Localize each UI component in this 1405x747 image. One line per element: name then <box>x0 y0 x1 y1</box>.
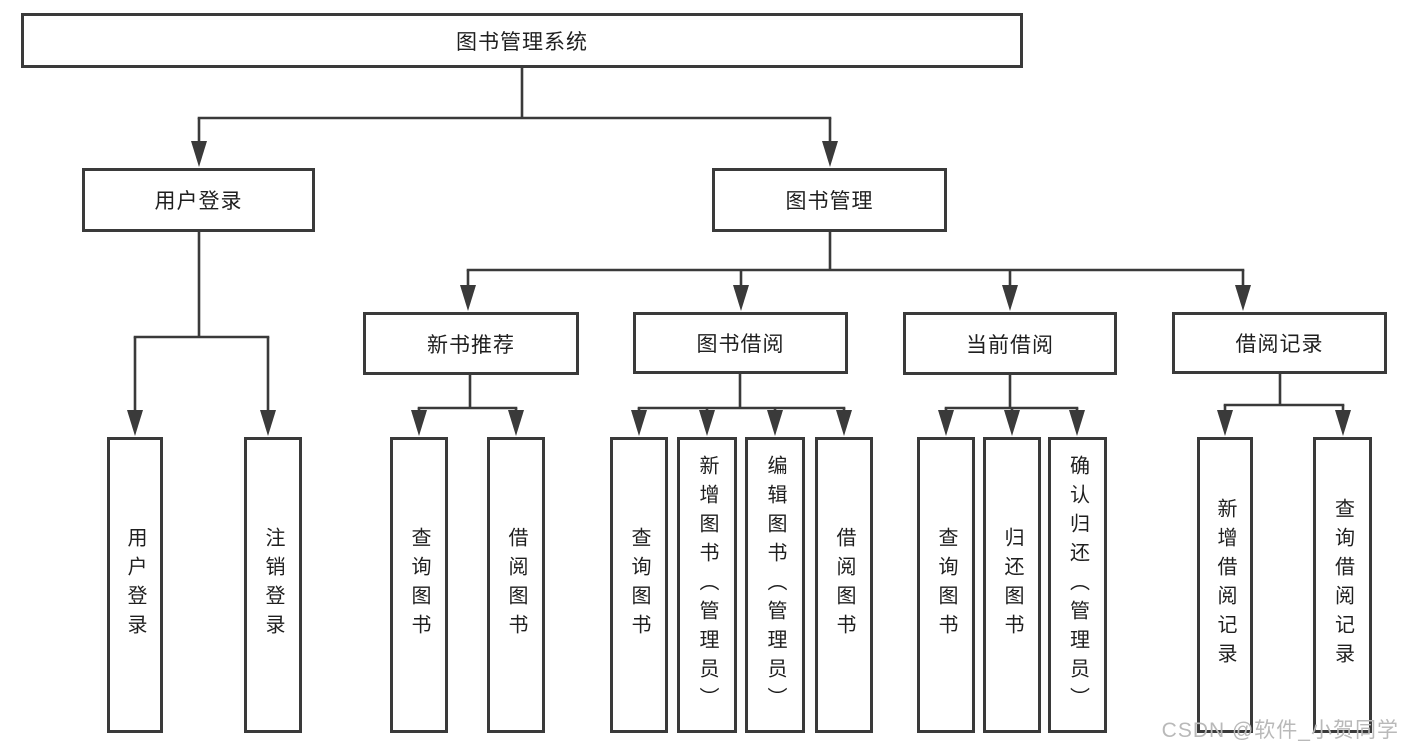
leaf-confirm-return-admin: 确认归还（管理员） <box>1048 437 1107 733</box>
node-label: 归还图书 <box>1001 527 1023 643</box>
leaf-borrow-books-recommend: 借阅图书 <box>487 437 545 733</box>
leaf-logout: 注销登录 <box>244 437 302 733</box>
leaf-query-books-borrowing: 查询图书 <box>610 437 668 733</box>
node-book-borrowing: 图书借阅 <box>633 312 848 374</box>
node-label: 查询图书 <box>628 527 650 643</box>
leaf-user-login: 用户登录 <box>107 437 163 733</box>
node-label: 图书借阅 <box>696 333 785 356</box>
node-root-library-system: 图书管理系统 <box>21 13 1023 68</box>
node-label: 新增借阅记录 <box>1214 498 1236 672</box>
node-label: 图书管理 <box>785 190 874 213</box>
node-label: 注销登录 <box>262 527 284 643</box>
node-label: 查询图书 <box>935 527 957 643</box>
leaf-borrow-books: 借阅图书 <box>815 437 873 733</box>
node-new-book-recommend: 新书推荐 <box>363 312 579 375</box>
node-label: 借阅图书 <box>505 527 527 643</box>
leaf-query-books-current: 查询图书 <box>917 437 975 733</box>
node-user-login: 用户登录 <box>82 168 315 232</box>
node-borrowing-records: 借阅记录 <box>1172 312 1387 374</box>
node-label: 新书推荐 <box>427 333 515 357</box>
node-label: 查询图书 <box>408 527 430 643</box>
node-label: 新增图书（管理员） <box>696 454 718 716</box>
leaf-query-books-recommend: 查询图书 <box>390 437 448 733</box>
leaf-return-books: 归还图书 <box>983 437 1041 733</box>
csdn-watermark: CSDN @软件_小贺同学 <box>1161 719 1399 742</box>
node-current-borrowing: 当前借阅 <box>903 312 1117 375</box>
node-label: 当前借阅 <box>966 333 1054 357</box>
leaf-edit-books-admin: 编辑图书（管理员） <box>745 437 805 733</box>
leaf-query-borrow-record: 查询借阅记录 <box>1313 437 1372 733</box>
node-label: 借阅图书 <box>833 527 855 643</box>
node-label: 编辑图书（管理员） <box>764 454 786 716</box>
leaf-add-books-admin: 新增图书（管理员） <box>677 437 737 733</box>
node-label: 用户登录 <box>124 527 146 643</box>
node-label: 借阅记录 <box>1235 333 1324 356</box>
node-label: 查询借阅记录 <box>1331 498 1354 672</box>
node-label: 用户登录 <box>154 190 243 213</box>
node-label: 图书管理系统 <box>456 30 588 54</box>
node-book-management: 图书管理 <box>712 168 947 232</box>
leaf-add-borrow-record: 新增借阅记录 <box>1197 437 1253 733</box>
node-label: 确认归还（管理员） <box>1066 454 1089 716</box>
